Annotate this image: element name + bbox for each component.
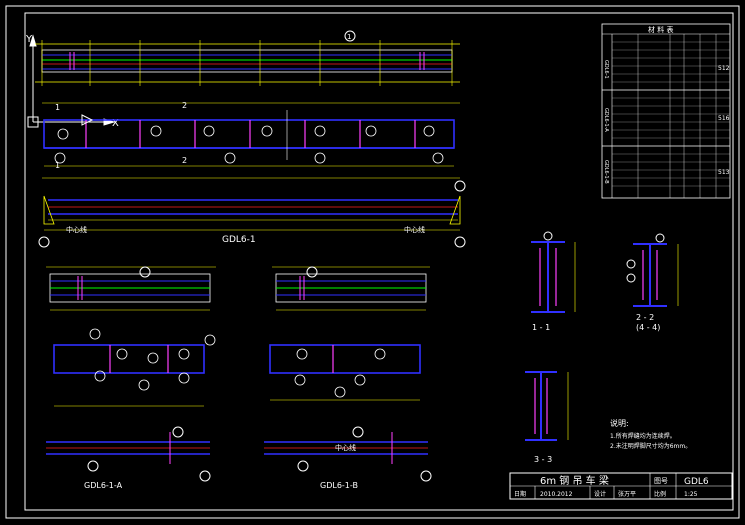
notes-title: 说明: <box>610 418 629 428</box>
title-block: 6m 钢 吊 车 梁 图号 GDL6 日期 2010.2012 设计 张万平 比… <box>509 472 733 500</box>
sub-beam-a-side: GDL6-1-A <box>46 426 211 490</box>
axis-y-label: Y <box>25 34 33 45</box>
sub-beam-b-plan <box>272 266 430 311</box>
title-block-designer-label: 设计 <box>594 490 606 498</box>
title-block-designer: 张万平 <box>618 490 636 498</box>
material-table-header: 材 料 表 <box>648 25 673 34</box>
note-2: 2.未注明焊脚尺寸均为6mm。 <box>610 442 691 450</box>
sub-beam-a-plan <box>46 266 216 311</box>
section-1-1-label: 1 - 1 <box>532 323 550 332</box>
section-mark-2-top: 2 <box>182 101 187 110</box>
sub-beam-a-elevation <box>53 328 216 407</box>
section-mark-2-bottom: 2 <box>182 156 187 165</box>
section-1-1: 1 - 1 <box>531 231 576 332</box>
section-2-2-label: 2 - 2 <box>636 313 654 322</box>
section-4-4-label: (4 - 4) <box>636 323 660 332</box>
drawing-frame-outer <box>5 5 740 519</box>
ucs-icon: Y X <box>25 34 119 129</box>
section-3-3-label: 3 - 3 <box>534 455 552 464</box>
title-block-scale: 1:25 <box>684 491 698 498</box>
table-group-1-name: GDL6-1 <box>603 60 609 79</box>
table-group-1-weight: 512 <box>718 65 730 72</box>
sub-a-view-label: GDL6-1-A <box>84 481 123 490</box>
section-mark-1-bottom: 1 <box>55 161 60 170</box>
main-view-label: GDL6-1 <box>222 235 256 245</box>
table-group-3-name: GDL6-1-B <box>603 160 609 184</box>
title-block-date: 2010.2012 <box>540 491 573 498</box>
sub-b-view-label: GDL6-1-B <box>320 481 358 490</box>
title-block-drawing-no-label: 图号 <box>654 477 668 485</box>
section-2-2: 2 - 2 (4 - 4) <box>626 233 679 332</box>
title-block-scale-label: 比例 <box>654 490 666 498</box>
title-block-date-label: 日期 <box>514 490 526 498</box>
table-group-2-name: GDL6-1-A <box>603 108 609 132</box>
note-1: 1.所有焊缝均为连续焊。 <box>610 432 676 440</box>
material-table: 材 料 表 GDL6-1 GDL6-1-A GDL6-1-B 512 516 5… <box>601 23 731 199</box>
balloon-1-main-text: 1 <box>347 33 351 41</box>
drawing-frame-inner <box>24 12 734 511</box>
sub-beam-b-elevation <box>269 344 421 401</box>
centerline-tag-sub-b: 中心线 <box>335 443 356 452</box>
main-beam-elevation: 1 2 2 1 <box>42 101 460 170</box>
axis-x-label: X <box>112 118 119 129</box>
table-group-2-weight: 516 <box>718 115 730 122</box>
main-beam-plan: 1 <box>35 30 460 86</box>
title-block-title: 6m 钢 吊 车 梁 <box>540 474 609 487</box>
section-3-3: 3 - 3 <box>525 371 569 464</box>
title-block-drawing-no: GDL6 <box>684 477 709 487</box>
sub-beam-b-side: 中心线 GDL6-1-B <box>264 426 432 490</box>
table-group-3-weight: 513 <box>718 169 730 176</box>
main-beam-side: 中心线 中心线 GDL6-1 <box>38 177 466 248</box>
section-mark-1-top: 1 <box>55 103 60 112</box>
centerline-tag-left: 中心线 <box>66 225 87 234</box>
centerline-tag-right: 中心线 <box>404 225 425 234</box>
notes: 说明: 1.所有焊缝均为连续焊。 2.未注明焊脚尺寸均为6mm。 <box>610 418 691 450</box>
balloon-1-main <box>344 30 356 42</box>
